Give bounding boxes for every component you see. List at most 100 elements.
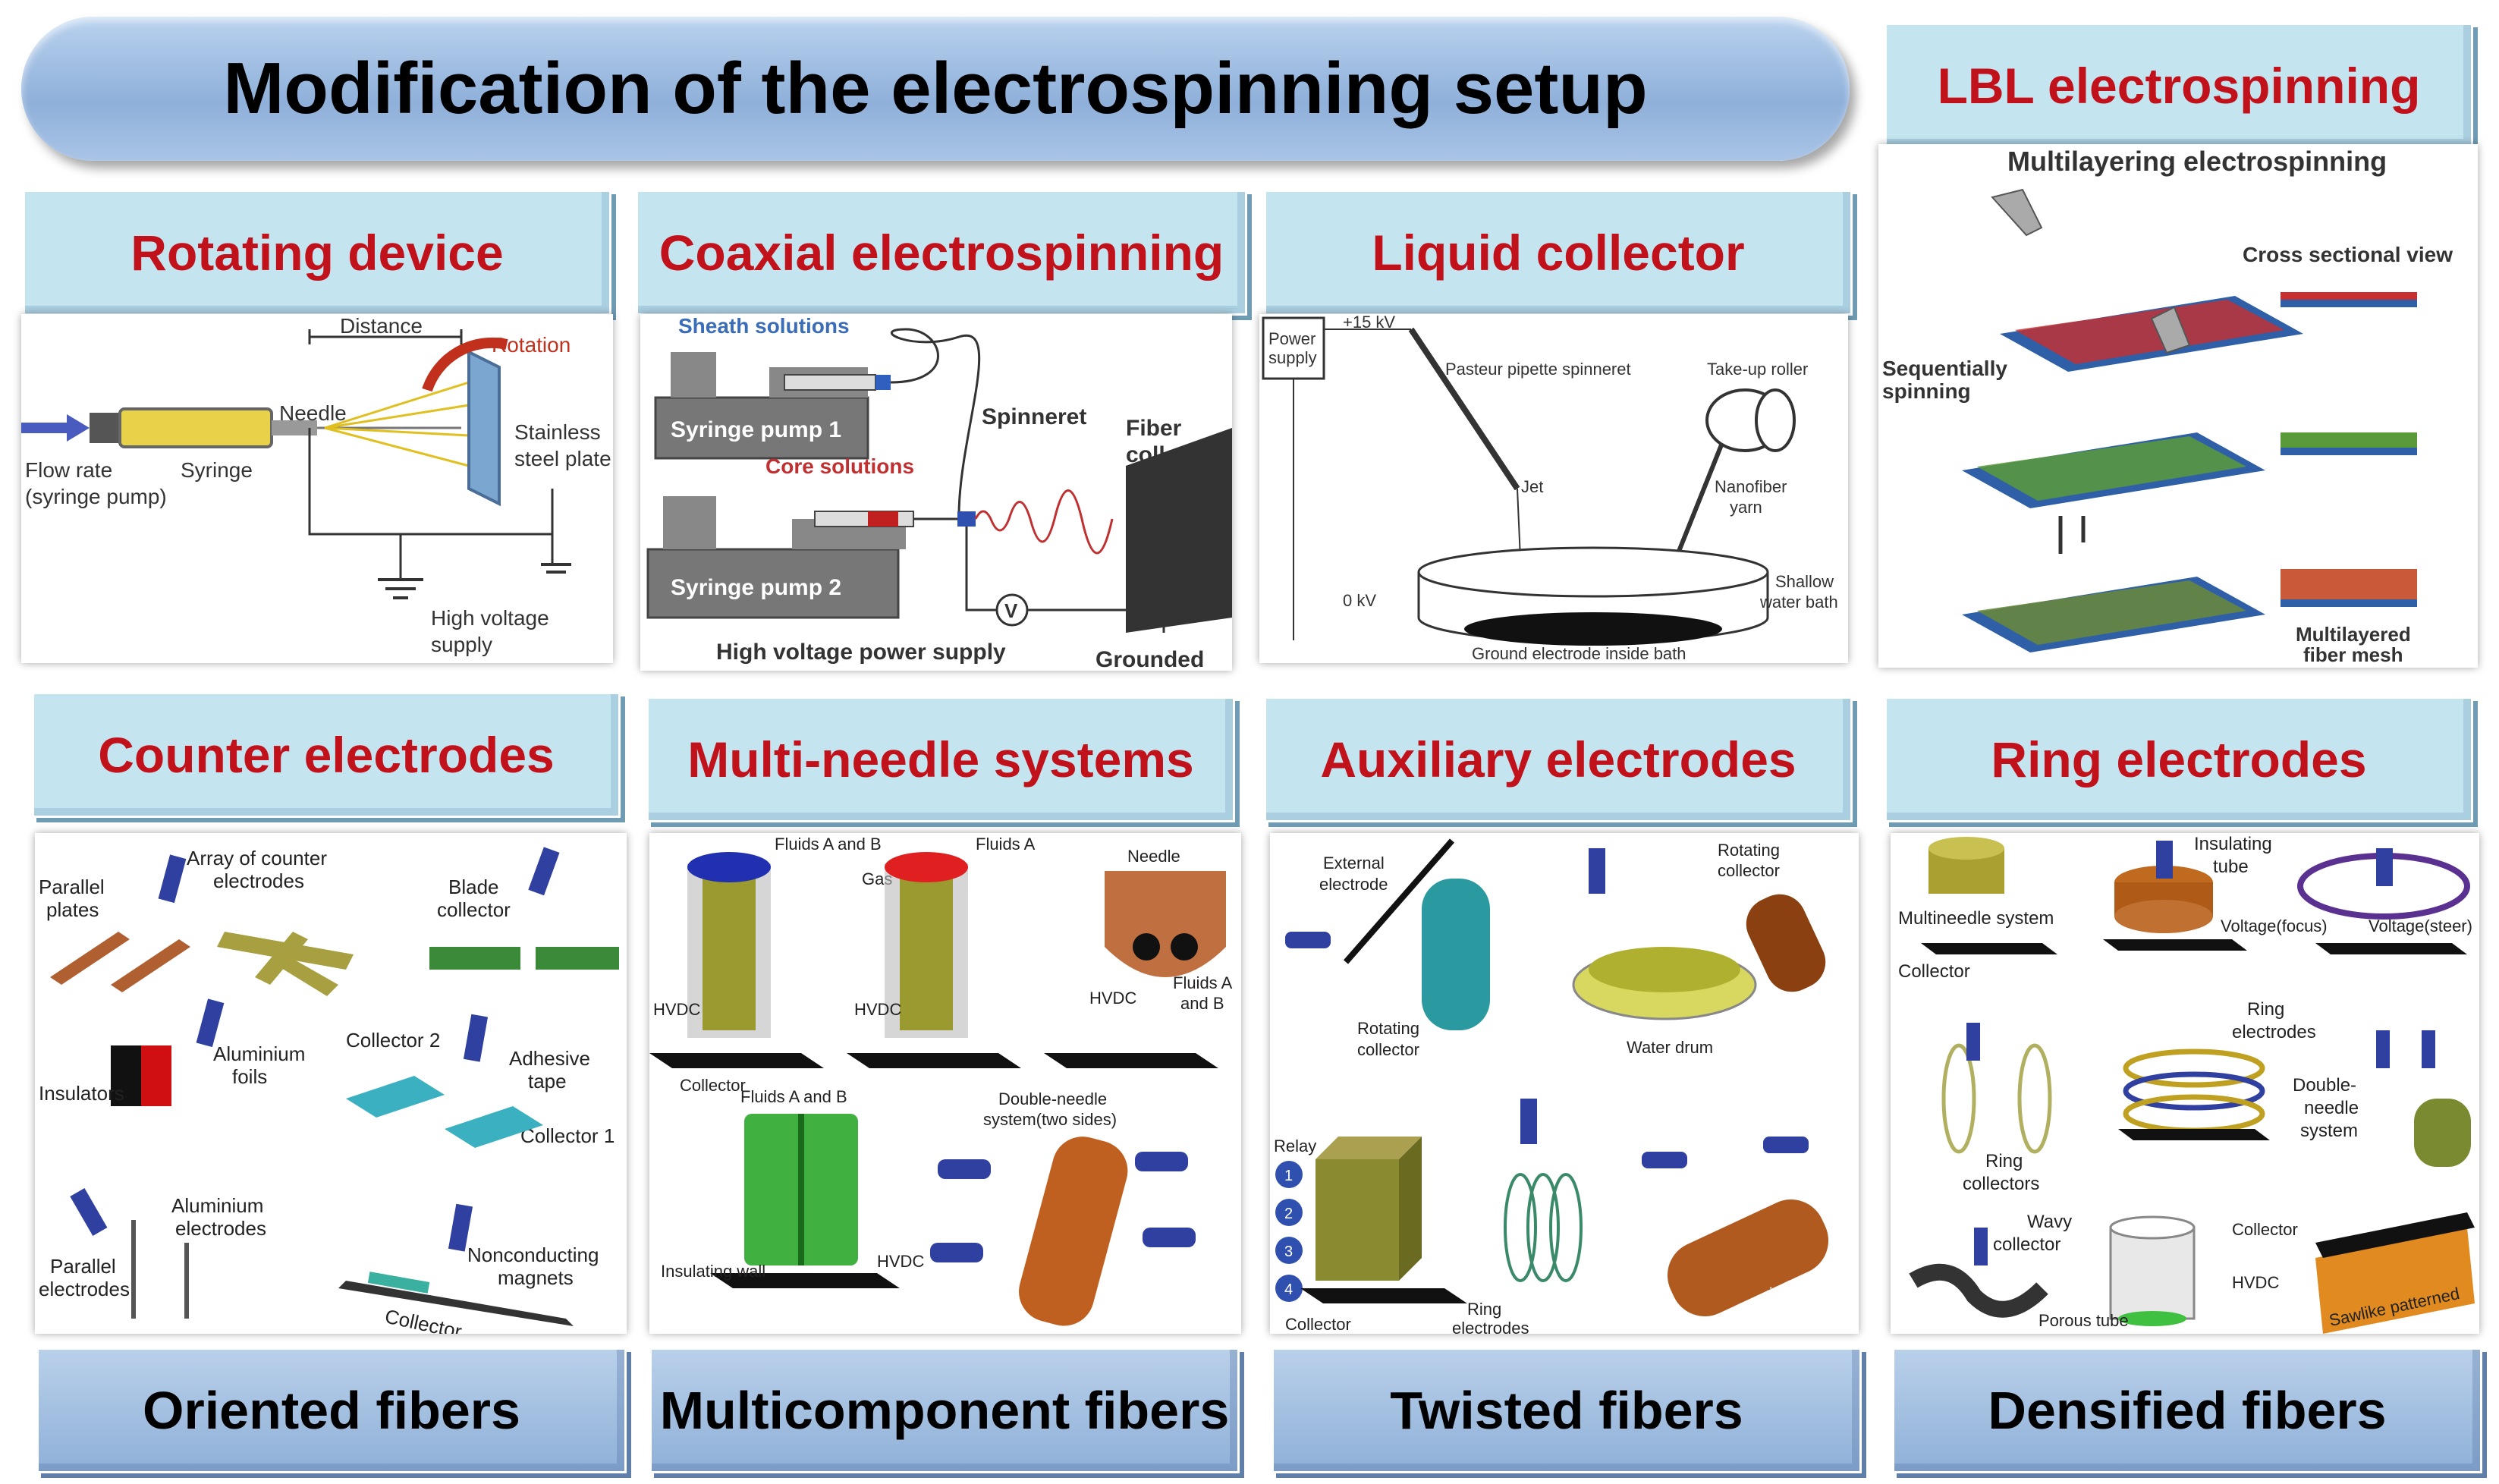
cross-section-1 [2281, 300, 2417, 307]
label-syringe-pump: (syringe pump) [25, 485, 167, 508]
label-and-b: and B [1180, 994, 1224, 1013]
main-title-banner: Modification of the electrospinning setu… [21, 17, 1850, 161]
label-hvdc-2: HVDC [854, 1000, 901, 1019]
footer-oriented: Oriented fibers [36, 1347, 627, 1473]
pen-nozzle-icon [2376, 848, 2393, 886]
label-cross-section: Cross sectional view [2243, 243, 2453, 266]
label-distance: Distance [340, 314, 423, 338]
label-ring-2: electrodes [1452, 1319, 1529, 1334]
parallel-electrodes [131, 1220, 189, 1319]
cube-electrode [1316, 1137, 1422, 1281]
label-multilayered: Multilayered [2296, 623, 2411, 646]
footer-label: Multicomponent fibers [659, 1381, 1230, 1440]
footer-label: Twisted fibers [1390, 1381, 1743, 1440]
label-parallel-electrodes-2: electrodes [39, 1278, 130, 1300]
label-water-bath: water bath [1759, 593, 1838, 612]
header-ring-electrodes: Ring electrodes [1884, 696, 2473, 822]
circuit-wire [308, 428, 554, 536]
nozzle-icon-1 [1991, 188, 2043, 237]
power-supply-box [1262, 316, 1325, 380]
header-counter-electrodes: Counter electrodes [32, 692, 621, 818]
pen-nozzle-icon [2376, 1030, 2390, 1068]
ground-icon-2 [541, 563, 571, 574]
insulating-tube [2114, 866, 2213, 933]
coaxial-cylinder-2 [885, 852, 968, 1038]
pasteur-pipette [1408, 327, 1520, 491]
label-core: Core solutions [765, 454, 914, 478]
header-label: Liquid collector [1372, 225, 1745, 281]
pen-nozzle-icon [1520, 1099, 1537, 1144]
label-yarn: yarn [1730, 498, 1762, 517]
wavy-collector [1909, 1263, 2048, 1318]
porous-tube [2109, 1215, 2196, 1326]
header-lbl: LBL electrospinning [1884, 23, 2473, 149]
sheath-tube [890, 328, 981, 516]
header-label: LBL electrospinning [1937, 58, 2421, 114]
label-ring-1: Ring [1467, 1300, 1501, 1319]
label-system: system [2300, 1121, 2358, 1141]
label-ring-el-2: electrodes [2232, 1022, 2316, 1042]
label-wavy-collector: collector [1993, 1234, 2060, 1255]
rotation-arrow-icon [422, 337, 508, 392]
blade-collector [429, 947, 520, 970]
collector-roller [1746, 894, 1826, 992]
label-sheath: Sheath solutions [678, 314, 850, 338]
insulator-block [111, 1045, 141, 1106]
needle-nozzles [930, 1152, 1196, 1262]
label-jet: Jet [1521, 477, 1543, 496]
label-grounded: Grounded [1095, 647, 1204, 671]
footer-label: Oriented fibers [143, 1381, 520, 1440]
header-rotating-device: Rotating device [23, 190, 611, 316]
syringe-pump-1 [654, 396, 869, 460]
label-collector-2: Collector 2 [346, 1029, 440, 1052]
label-alu-electrodes-2: electrodes [175, 1217, 266, 1240]
label-needle: Needle [279, 401, 347, 425]
label-hvdc-1: HVDC [653, 1000, 700, 1019]
label-needle: Needle [1127, 847, 1180, 866]
label-tape: tape [528, 1070, 567, 1093]
needle-head [1105, 871, 1226, 977]
coaxial-cylinder-1 [687, 852, 771, 1038]
syringe-plunger [90, 413, 120, 443]
pen-nozzle-icon [158, 854, 187, 904]
header-label: Counter electrodes [98, 727, 555, 783]
water-bath [1417, 546, 1769, 646]
label-collector: Collector [383, 1305, 464, 1334]
external-electrode [1343, 838, 1455, 964]
ground-icon [378, 578, 423, 599]
pen-nozzle-icon [2422, 1030, 2435, 1068]
relay-3: 3 [1284, 1243, 1293, 1260]
label-nanofiber: Nanofiber [1715, 477, 1787, 496]
takeup-roller [1705, 388, 1796, 452]
label-fluids-ab: Fluids A and B [775, 835, 882, 854]
label-flow-rate: Flow rate [25, 458, 112, 482]
pen-nozzle-icon [2156, 841, 2173, 879]
label-fluids-a: Fluids A [976, 835, 1036, 854]
label-collector: collector [1126, 442, 1221, 467]
label-rotation: Rotation [492, 333, 571, 357]
label-takeup: Take-up roller [1707, 360, 1808, 379]
split-cylinder [744, 1114, 858, 1265]
label-syringe-pump-2: Syringe pump 2 [671, 575, 841, 600]
label-0kv: 0 kV [1343, 591, 1376, 610]
syringe-tip [272, 420, 317, 435]
label-collector: Collector [680, 1076, 746, 1095]
label-rc-3: Rotating [1718, 841, 1780, 860]
footer-label: Densified fibers [1988, 1381, 2387, 1440]
steel-plate [467, 349, 501, 507]
ring-cage [1504, 1173, 1583, 1282]
relay-nodes [1275, 1161, 1303, 1302]
footer-twisted: Twisted fibers [1272, 1347, 1862, 1473]
label-nonconducting: Nonconducting [467, 1243, 599, 1266]
label-array-1: Array of counter [187, 847, 327, 869]
rotating-drum [1019, 1137, 1128, 1326]
rotating-collector-cylinder [1667, 1199, 1829, 1317]
label-parallel-plates-2: plates [46, 898, 99, 921]
label-insulating: Insulating [2194, 834, 2272, 854]
label-tube: tube [2213, 857, 2249, 877]
label-steel-plate: steel plate [514, 447, 611, 470]
label-aluminium-1: Aluminium [213, 1042, 305, 1065]
label-hvdc-3: HVDC [1089, 989, 1136, 1008]
cross-electrodes [217, 932, 354, 996]
label-porous-tube: Porous tube [2038, 1311, 2129, 1330]
